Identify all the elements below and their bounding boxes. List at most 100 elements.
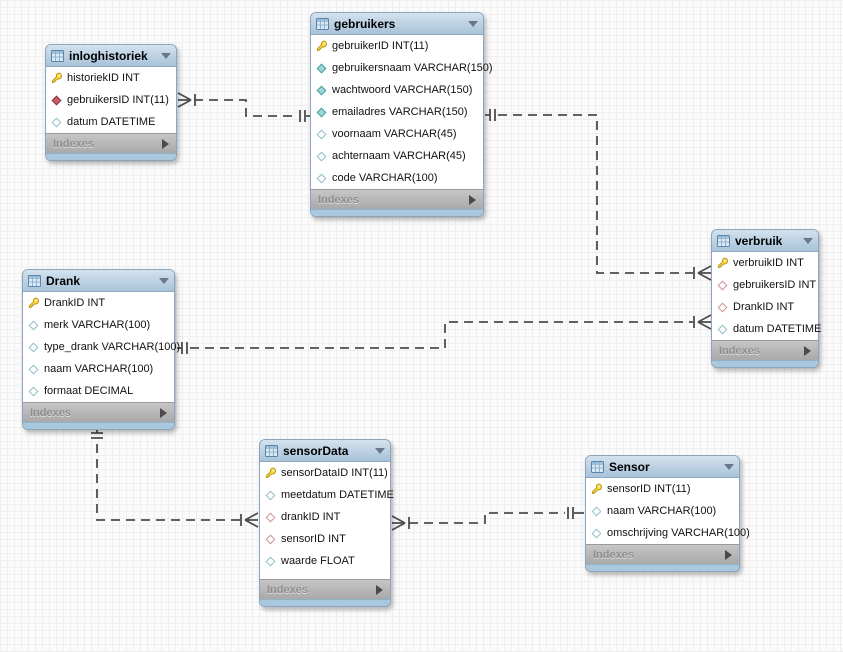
column-label: merk VARCHAR(100) <box>44 319 151 331</box>
expand-arrow-icon[interactable] <box>376 584 383 595</box>
column-row[interactable]: emailadres VARCHAR(150) <box>311 101 483 123</box>
column-row[interactable]: datum DATETIME <box>712 318 821 340</box>
column-label: DrankID INT <box>44 297 106 309</box>
table-bottom-strip <box>712 360 818 367</box>
column-row[interactable]: omschrijving VARCHAR(100) <box>586 522 750 544</box>
primary-key-icon <box>264 467 277 480</box>
table-header[interactable]: verbruik <box>712 230 818 252</box>
nullable-icon <box>316 173 327 183</box>
column-label: formaat DECIMAL <box>44 385 134 397</box>
collapse-arrow-icon[interactable] <box>468 20 478 27</box>
column-row[interactable]: verbruikID INT <box>712 252 818 274</box>
nullable-icon <box>316 151 327 161</box>
nullable-icon <box>51 117 62 127</box>
column-row[interactable]: gebruikersID INT(11) <box>46 89 176 111</box>
table-title: Sensor <box>609 459 650 474</box>
column-list: DrankID INT merk VARCHAR(100) type_drank… <box>23 292 180 402</box>
column-row[interactable]: naam VARCHAR(100) <box>23 358 174 380</box>
column-row[interactable]: drankID INT <box>260 506 390 528</box>
column-row[interactable]: naam VARCHAR(100) <box>586 500 739 522</box>
primary-key-icon <box>27 297 40 310</box>
column-row[interactable]: voornaam VARCHAR(45) <box>311 123 483 145</box>
table-title: inloghistoriek <box>69 48 148 63</box>
column-row[interactable]: datum DATETIME <box>46 111 176 133</box>
fk-icon <box>265 534 276 544</box>
column-row[interactable]: waarde FLOAT <box>260 550 390 572</box>
column-row[interactable]: DrankID INT <box>23 292 174 314</box>
relation-sensordata-drank[interactable] <box>91 428 259 528</box>
expand-arrow-icon[interactable] <box>804 345 811 356</box>
table-icon <box>28 274 41 287</box>
column-row[interactable]: sensorID INT <box>260 528 390 550</box>
column-row[interactable]: DrankID INT <box>712 296 818 318</box>
primary-key-icon <box>50 72 63 85</box>
primary-key-icon <box>716 257 729 270</box>
indexes-bar[interactable]: Indexes <box>311 189 483 209</box>
not-null-icon <box>316 63 327 73</box>
column-label: datum DATETIME <box>67 116 156 128</box>
relation-inloghistoriek-gebruikers[interactable] <box>177 92 311 122</box>
collapse-arrow-icon[interactable] <box>375 447 385 454</box>
column-row[interactable]: sensorDataID INT(11) <box>260 462 390 484</box>
nullable-icon <box>717 324 728 334</box>
indexes-label: Indexes <box>318 193 359 206</box>
column-row[interactable]: gebruikerID INT(11) <box>311 35 483 57</box>
column-list: historiekID INT gebruikersID INT(11) dat… <box>46 67 176 133</box>
relation-sensordata-sensor[interactable] <box>391 507 584 531</box>
expand-arrow-icon[interactable] <box>725 549 732 560</box>
column-row[interactable]: gebruikersnaam VARCHAR(150) <box>311 57 493 79</box>
column-row[interactable]: meetdatum DATETIME <box>260 484 394 506</box>
table-header[interactable]: Sensor <box>586 456 739 478</box>
column-row[interactable]: sensorID INT(11) <box>586 478 739 500</box>
collapse-arrow-icon[interactable] <box>161 52 171 59</box>
indexes-bar[interactable]: Indexes <box>712 340 818 360</box>
nullable-icon <box>28 342 39 352</box>
collapse-arrow-icon[interactable] <box>159 277 169 284</box>
column-row[interactable]: wachtwoord VARCHAR(150) <box>311 79 483 101</box>
column-row[interactable]: merk VARCHAR(100) <box>23 314 174 336</box>
table-title: sensorData <box>283 443 349 458</box>
entity-gebruikers[interactable]: gebruikers gebruikerID INT(11) gebruiker… <box>310 12 493 217</box>
column-row[interactable]: gebruikersID INT <box>712 274 818 296</box>
indexes-bar[interactable]: Indexes <box>46 133 176 153</box>
column-label: code VARCHAR(100) <box>332 172 438 184</box>
column-row[interactable]: achternaam VARCHAR(45) <box>311 145 483 167</box>
entity-inloghistoriek[interactable]: inloghistoriek historiekID INT gebruiker… <box>45 44 177 161</box>
entity-sensor[interactable]: Sensor sensorID INT(11) naam VARCHAR(100… <box>585 455 750 572</box>
column-label: type_drank VARCHAR(100) <box>44 341 181 353</box>
table-bottom-strip <box>586 564 739 571</box>
table-icon <box>591 460 604 473</box>
column-label: emailadres VARCHAR(150) <box>332 106 468 118</box>
indexes-bar[interactable]: Indexes <box>23 402 174 422</box>
column-list: sensorID INT(11) naam VARCHAR(100) omsch… <box>586 478 750 544</box>
column-list: gebruikerID INT(11) gebruikersnaam VARCH… <box>311 35 493 189</box>
table-header[interactable]: sensorData <box>260 440 390 462</box>
indexes-label: Indexes <box>593 548 634 561</box>
relation-verbruik-gebruikers[interactable] <box>485 109 712 281</box>
expand-arrow-icon[interactable] <box>469 194 476 205</box>
indexes-bar[interactable]: Indexes <box>586 544 739 564</box>
column-row[interactable]: code VARCHAR(100) <box>311 167 483 189</box>
table-header[interactable]: Drank <box>23 270 174 292</box>
entity-sensordata[interactable]: sensorData sensorDataID INT(11) meetdatu… <box>259 439 394 607</box>
column-label: verbruikID INT <box>733 257 804 269</box>
collapse-arrow-icon[interactable] <box>724 463 734 470</box>
nullable-icon <box>265 556 276 566</box>
expand-arrow-icon[interactable] <box>160 407 167 418</box>
table-header[interactable]: inloghistoriek <box>46 45 176 67</box>
entity-verbruik[interactable]: verbruik verbruikID INT gebruikersID INT… <box>711 229 821 368</box>
column-row[interactable]: type_drank VARCHAR(100) <box>23 336 180 358</box>
indexes-bar[interactable]: Indexes <box>260 579 390 599</box>
column-row[interactable]: historiekID INT <box>46 67 176 89</box>
column-label: sensorID INT <box>281 533 346 545</box>
entity-drank[interactable]: Drank DrankID INT merk VARCHAR(100) type… <box>22 269 180 430</box>
column-row[interactable]: formaat DECIMAL <box>23 380 174 402</box>
column-label: voornaam VARCHAR(45) <box>332 128 457 140</box>
relation-verbruik-drank[interactable] <box>177 314 712 354</box>
collapse-arrow-icon[interactable] <box>803 237 813 244</box>
table-header[interactable]: gebruikers <box>311 13 483 35</box>
column-label: naam VARCHAR(100) <box>607 505 717 517</box>
expand-arrow-icon[interactable] <box>162 138 169 149</box>
table-icon <box>316 17 329 30</box>
